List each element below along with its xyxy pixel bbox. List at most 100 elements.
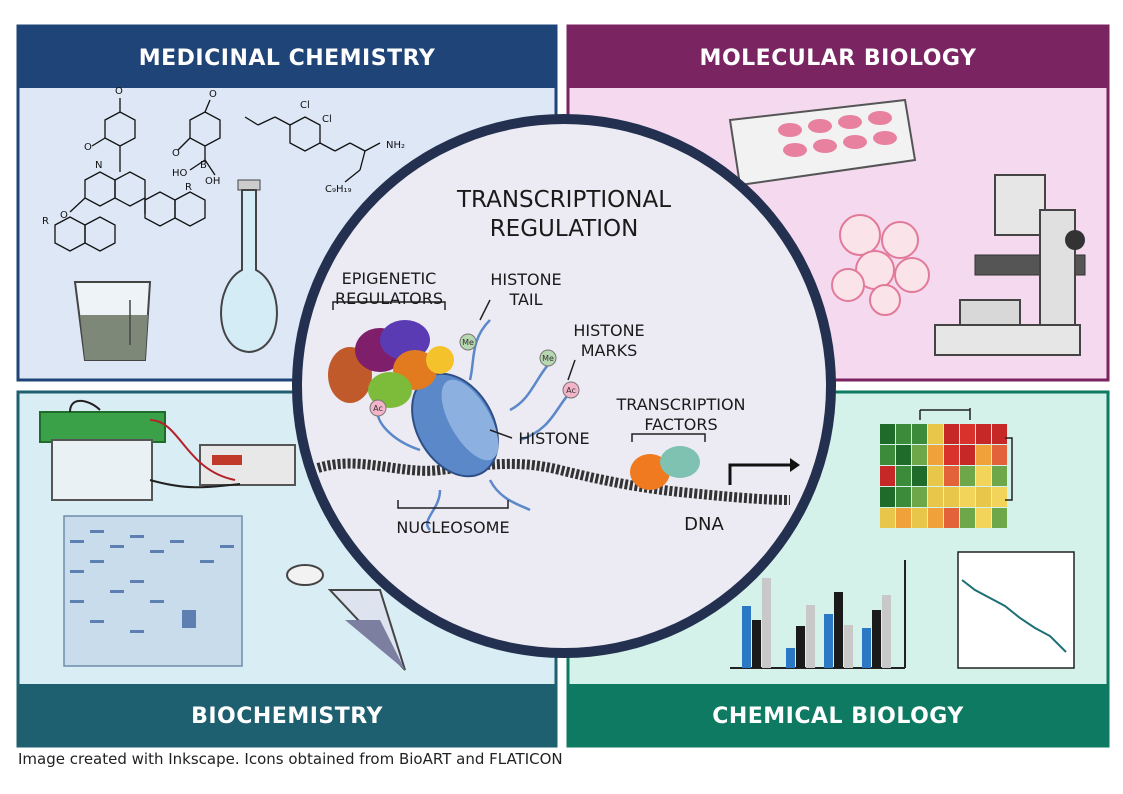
dna-strand bbox=[316, 458, 791, 505]
bar-icon-bar bbox=[762, 578, 771, 668]
heatmap-cell bbox=[992, 445, 1007, 465]
center-diagram: TRANSCRIPTIONAL REGULATION bbox=[292, 114, 836, 658]
svg-text:R: R bbox=[42, 216, 49, 227]
svg-text:O: O bbox=[172, 148, 180, 159]
heatmap-cell bbox=[912, 487, 927, 507]
figure-caption: Image created with Inkscape. Icons obtai… bbox=[18, 750, 563, 768]
bar-icon-bar bbox=[872, 610, 881, 668]
label-tf-line1: TRANSCRIPTION bbox=[615, 395, 745, 414]
heatmap-cell bbox=[944, 445, 959, 465]
chemical-labels: O O N O O O HO B OH Cl Cl NH₂ C₉H₁₉ R R bbox=[42, 86, 405, 227]
panel-title-chemical-biology: CHEMICAL BIOLOGY bbox=[712, 704, 964, 729]
gel-image bbox=[63, 515, 243, 667]
svg-text:C₉H₁₉: C₉H₁₉ bbox=[325, 184, 352, 195]
svg-text:O: O bbox=[115, 86, 123, 97]
mark-ac-1: Ac bbox=[562, 381, 580, 399]
heatmap-cell bbox=[928, 424, 943, 444]
tf-bracket bbox=[631, 433, 706, 442]
svg-text:Ac: Ac bbox=[373, 404, 383, 413]
svg-text:Ac: Ac bbox=[566, 386, 576, 395]
transcription-start-arrow bbox=[728, 463, 790, 485]
heatmap-cell bbox=[944, 466, 959, 486]
label-nucleosome: NUCLEOSOME bbox=[396, 518, 509, 537]
svg-text:O: O bbox=[60, 210, 68, 221]
mark-me-1: Me bbox=[459, 333, 477, 351]
heatmap-cell bbox=[960, 445, 975, 465]
svg-text:NH₂: NH₂ bbox=[386, 140, 405, 151]
heatmap-cell bbox=[960, 487, 975, 507]
label-epigenetic-line2: REGULATORS bbox=[335, 289, 443, 308]
heatmap-cell bbox=[928, 445, 943, 465]
svg-text:Me: Me bbox=[542, 354, 554, 363]
volumetric-flask-icon bbox=[220, 179, 278, 354]
heatmap-cell bbox=[880, 487, 895, 507]
heatmap-cell bbox=[944, 424, 959, 444]
svg-text:HO: HO bbox=[172, 168, 188, 179]
heatmap-cell bbox=[912, 466, 927, 486]
heatmap-cell bbox=[992, 424, 1007, 444]
heatmap-cell bbox=[912, 424, 927, 444]
heatmap-cell bbox=[976, 445, 991, 465]
nucleosome-bracket bbox=[397, 500, 509, 509]
label-histone-marks-line2: MARKS bbox=[581, 341, 638, 360]
svg-text:OH: OH bbox=[205, 176, 220, 187]
heatmap-cell bbox=[976, 487, 991, 507]
mark-me-2: Me bbox=[539, 349, 557, 367]
heatmap-cell bbox=[880, 445, 895, 465]
heatmap-cell bbox=[976, 508, 991, 528]
label-histone-marks-line1: HISTONE bbox=[573, 321, 644, 340]
epigenetic-bracket bbox=[332, 301, 446, 310]
histone-tails bbox=[376, 319, 569, 531]
arrow-head-icon bbox=[790, 458, 800, 472]
line-plot-icon bbox=[957, 551, 1075, 669]
microscope-icon bbox=[934, 174, 1086, 356]
bar-chart-icon bbox=[730, 560, 906, 669]
bar-icon-bar bbox=[834, 592, 843, 668]
panel-title-medicinal-chemistry: MEDICINAL CHEMISTRY bbox=[139, 46, 436, 71]
heatmap-cell bbox=[896, 508, 911, 528]
heatmap-cell bbox=[880, 424, 895, 444]
heatmap-cell bbox=[928, 487, 943, 507]
bar-icon-bar bbox=[786, 648, 795, 668]
bar-icon-bar bbox=[742, 606, 751, 668]
heatmap-cell bbox=[912, 445, 927, 465]
heatmap-cell bbox=[960, 424, 975, 444]
svg-text:B: B bbox=[200, 160, 207, 171]
cells-icon bbox=[831, 214, 930, 316]
svg-text:Me: Me bbox=[462, 338, 474, 347]
heatmap-cell bbox=[896, 424, 911, 444]
heatmap-icon bbox=[880, 408, 1013, 528]
svg-text:Cl: Cl bbox=[322, 114, 332, 125]
label-epigenetic-line1: EPIGENETIC bbox=[342, 269, 437, 288]
label-dna: DNA bbox=[684, 514, 724, 535]
bar-icon-bar bbox=[824, 614, 833, 668]
chemical-structures bbox=[54, 98, 381, 252]
svg-text:R: R bbox=[185, 182, 192, 193]
label-tf-line2: FACTORS bbox=[644, 415, 717, 434]
bar-icon-bar bbox=[844, 625, 853, 668]
transcription-factor-icon bbox=[630, 446, 700, 490]
heatmap-cell bbox=[960, 508, 975, 528]
microcentrifuge-tube-icon bbox=[286, 564, 406, 671]
bar-icon-bar bbox=[882, 595, 891, 668]
heatmap-cell bbox=[960, 466, 975, 486]
heatmap-cell bbox=[912, 508, 927, 528]
heatmap-cell bbox=[992, 508, 1007, 528]
gel-electrophoresis-icon bbox=[39, 399, 296, 501]
beaker-icon bbox=[73, 281, 152, 361]
bar-icon-bar bbox=[752, 620, 761, 668]
heatmap-cell bbox=[992, 466, 1007, 486]
epigenetic-regulator-icon bbox=[328, 320, 454, 408]
label-histone-tail-line1: HISTONE bbox=[490, 270, 561, 289]
label-histone-tail-line2: TAIL bbox=[508, 290, 542, 309]
heatmap-cell bbox=[928, 508, 943, 528]
bar-icon-bar bbox=[806, 605, 815, 668]
panel-title-biochemistry: BIOCHEMISTRY bbox=[191, 704, 383, 729]
heatmap-cell bbox=[928, 466, 943, 486]
label-histone: HISTONE bbox=[518, 429, 589, 448]
heatmap-cell bbox=[880, 466, 895, 486]
heatmap-cell bbox=[880, 508, 895, 528]
well-plate-icon bbox=[728, 98, 917, 187]
svg-text:O: O bbox=[209, 89, 217, 100]
